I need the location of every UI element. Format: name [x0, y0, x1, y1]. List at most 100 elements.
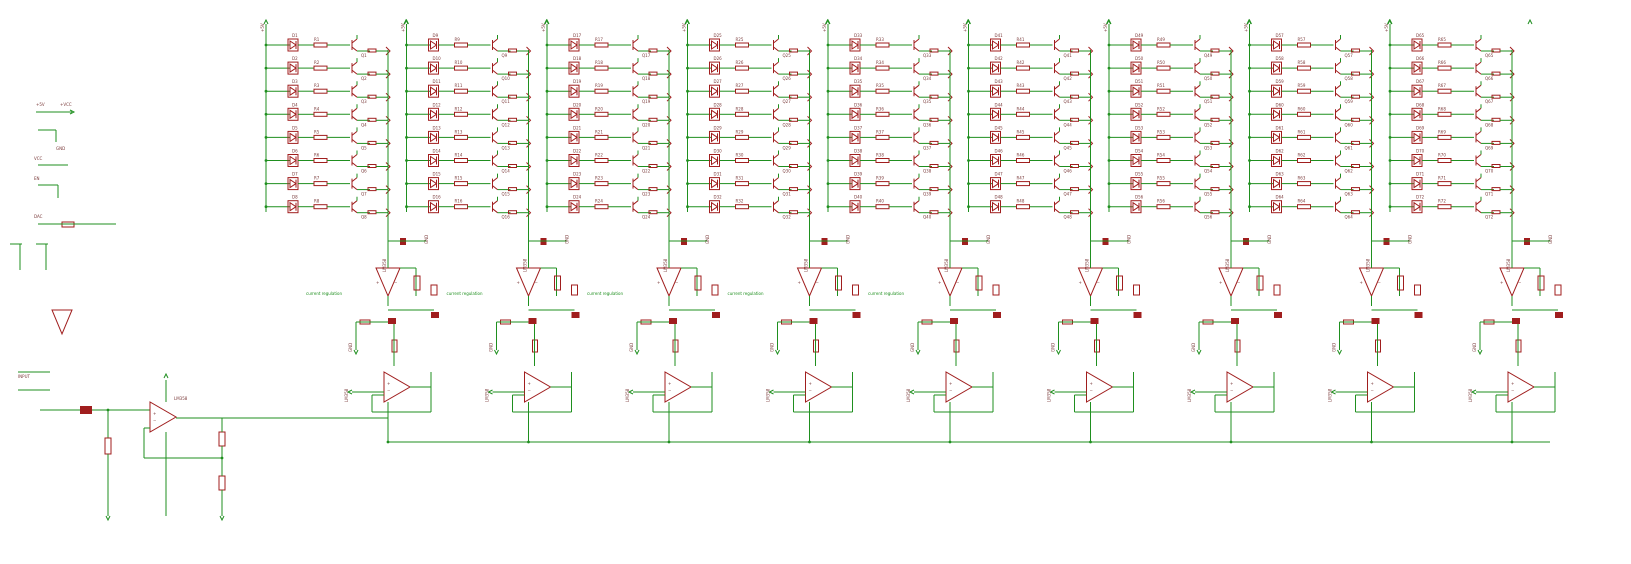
resistor-ref: R41 — [1017, 37, 1025, 42]
transistor-emitter — [492, 92, 498, 98]
led-diode — [570, 155, 578, 166]
led-diode — [851, 132, 859, 143]
led-diode — [711, 201, 719, 212]
series-resistor — [454, 134, 468, 140]
supply-arrow — [1196, 349, 1202, 356]
resistor-ref: R2 — [314, 60, 320, 65]
transistor-ref: Q71 — [1485, 192, 1494, 197]
led-ref: D53 — [1135, 125, 1144, 130]
transistor-ref: Q50 — [1204, 76, 1213, 81]
resistor-ref: R51 — [1157, 83, 1165, 88]
resistor-ref: R70 — [1438, 153, 1446, 158]
led-ref: D62 — [1276, 149, 1285, 154]
transistor-emitter — [1335, 46, 1341, 52]
transistor-collector — [351, 154, 358, 159]
transistor-collector — [913, 84, 920, 90]
supply-label: +5V — [822, 23, 827, 32]
led-diode — [851, 40, 859, 50]
transistor-ref: Q15 — [502, 192, 511, 197]
transistor-ref: Q42 — [1064, 76, 1073, 81]
led-diode — [992, 155, 1000, 166]
resistor-ref: R48 — [1017, 199, 1025, 204]
opamp-minus: − — [816, 280, 819, 285]
ground-label: GND — [910, 343, 915, 352]
transistor-ref: Q37 — [923, 145, 932, 150]
led-ref: D68 — [1416, 102, 1425, 107]
transistor-ref: Q61 — [1345, 145, 1354, 150]
coupling-capacitor — [1512, 318, 1520, 324]
opamp-plus: + — [949, 381, 952, 386]
protection-diode — [1369, 69, 1375, 79]
resistor-ref: R44 — [1017, 106, 1025, 111]
opamp-plus: + — [809, 381, 812, 386]
opamp-part-label: LM358 — [663, 258, 668, 272]
supply-arrow — [353, 349, 359, 356]
resistor-ref: R60 — [1298, 106, 1306, 111]
protection-diode — [947, 46, 953, 56]
led-ref: D23 — [573, 172, 582, 177]
transistor-collector — [492, 84, 498, 90]
resistor-ref: R59 — [1298, 83, 1306, 88]
transistor-emitter — [913, 139, 920, 144]
led-diode — [851, 178, 859, 189]
transistor-ref: Q54 — [1204, 169, 1213, 174]
led-ref: D56 — [1135, 195, 1144, 200]
protection-diode — [1088, 139, 1094, 148]
led-diode — [430, 86, 438, 97]
opamp-part-label: LM358 — [1468, 388, 1473, 402]
transistor-collector — [1194, 38, 1201, 44]
opamp-part-label: LM358 — [1366, 258, 1371, 272]
led-diode — [430, 109, 438, 120]
protection-diode — [1369, 46, 1375, 56]
protection-diode — [1228, 115, 1234, 125]
led-diode — [289, 132, 297, 143]
transistor-emitter — [1335, 185, 1341, 190]
series-resistor — [1016, 134, 1030, 140]
protection-diode — [807, 92, 813, 102]
protection-diode — [1088, 46, 1094, 56]
opamp-part-label: LM358 — [382, 258, 387, 272]
supply-arrow — [908, 389, 915, 395]
transistor-ref: Q48 — [1064, 215, 1073, 220]
protection-diode — [1088, 115, 1094, 125]
transistor-emitter — [1194, 92, 1201, 98]
resistor-ref: R21 — [595, 129, 603, 134]
supply-label: +5V — [1384, 23, 1389, 32]
series-resistor — [1297, 134, 1311, 140]
resistor-ref: R33 — [876, 37, 884, 42]
led-diode — [1132, 109, 1140, 120]
resistor-ref: R63 — [1298, 176, 1306, 181]
series-resistor — [1156, 42, 1171, 48]
transistor-emitter — [492, 115, 498, 121]
led-ref: D15 — [433, 172, 442, 177]
supply-arrow — [627, 389, 634, 395]
series-resistor — [313, 111, 328, 117]
transistor-collector — [1054, 131, 1060, 136]
ground-label: GND — [1472, 343, 1477, 352]
transistor-collector — [351, 107, 358, 113]
series-resistor — [313, 181, 328, 187]
series-resistor — [735, 88, 749, 94]
supply-arrow — [404, 18, 409, 25]
transistor-emitter — [632, 92, 639, 98]
transistor-collector — [773, 107, 779, 113]
transistor-ref: Q32 — [783, 215, 792, 220]
transistor-collector — [1194, 177, 1201, 182]
led-ref: D25 — [714, 33, 723, 38]
led-diode — [1132, 155, 1140, 166]
led-diode — [570, 40, 578, 50]
led-ref: D63 — [1276, 172, 1285, 177]
led-diode — [1413, 63, 1421, 74]
transistor-ref: Q51 — [1204, 99, 1213, 104]
supply-arrow — [1477, 349, 1483, 356]
protection-diode — [1509, 115, 1515, 125]
protection-diode — [947, 162, 953, 171]
series-resistor — [1437, 65, 1452, 71]
supply-arrow — [1527, 18, 1533, 25]
transistor-emitter — [913, 162, 920, 167]
ground-label: GND — [565, 235, 570, 244]
opamp-minus: − — [809, 388, 812, 393]
driver-opamp — [524, 371, 552, 403]
transistor-collector — [1335, 131, 1341, 136]
